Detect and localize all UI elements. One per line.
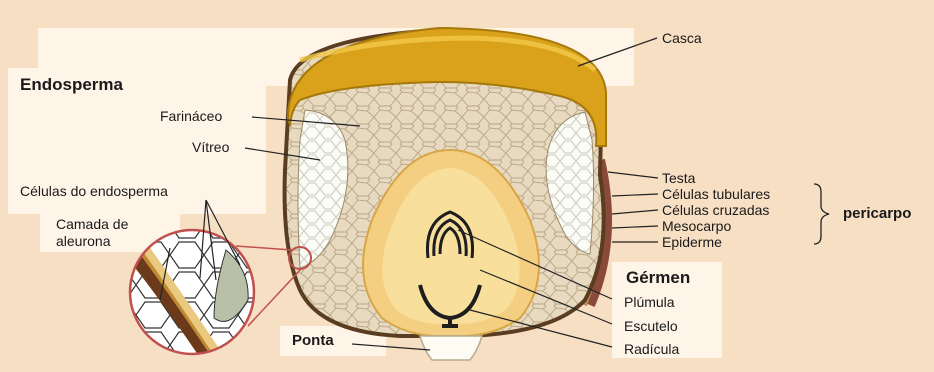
label-testa: Testa: [662, 170, 695, 186]
label-vitreo: Vítreo: [192, 139, 229, 155]
label-celulas-tubulares: Células tubulares: [662, 186, 770, 202]
label-ponta: Ponta: [292, 333, 334, 349]
label-mesocarpo: Mesocarpo: [662, 218, 731, 234]
ponta-tip: [420, 336, 482, 360]
label-germen: Gérmen: [626, 270, 690, 286]
label-pericarpo: pericarpo: [843, 206, 911, 222]
label-farinaceo: Farináceo: [160, 108, 222, 124]
label-escutelo: Escutelo: [624, 318, 678, 334]
label-camada-aleurona-1: Camada de: [56, 216, 128, 232]
label-celulas-endosperma: Células do endosperma: [20, 183, 168, 199]
label-epiderme: Epiderme: [662, 234, 722, 250]
label-celulas-cruzadas: Células cruzadas: [662, 202, 769, 218]
label-plumula: Plúmula: [624, 294, 675, 310]
label-radicula: Radícula: [624, 341, 679, 357]
label-camada-aleurona-2: aleurona: [56, 233, 111, 249]
label-casca: Casca: [662, 30, 702, 46]
label-endosperma: Endosperma: [20, 77, 123, 93]
